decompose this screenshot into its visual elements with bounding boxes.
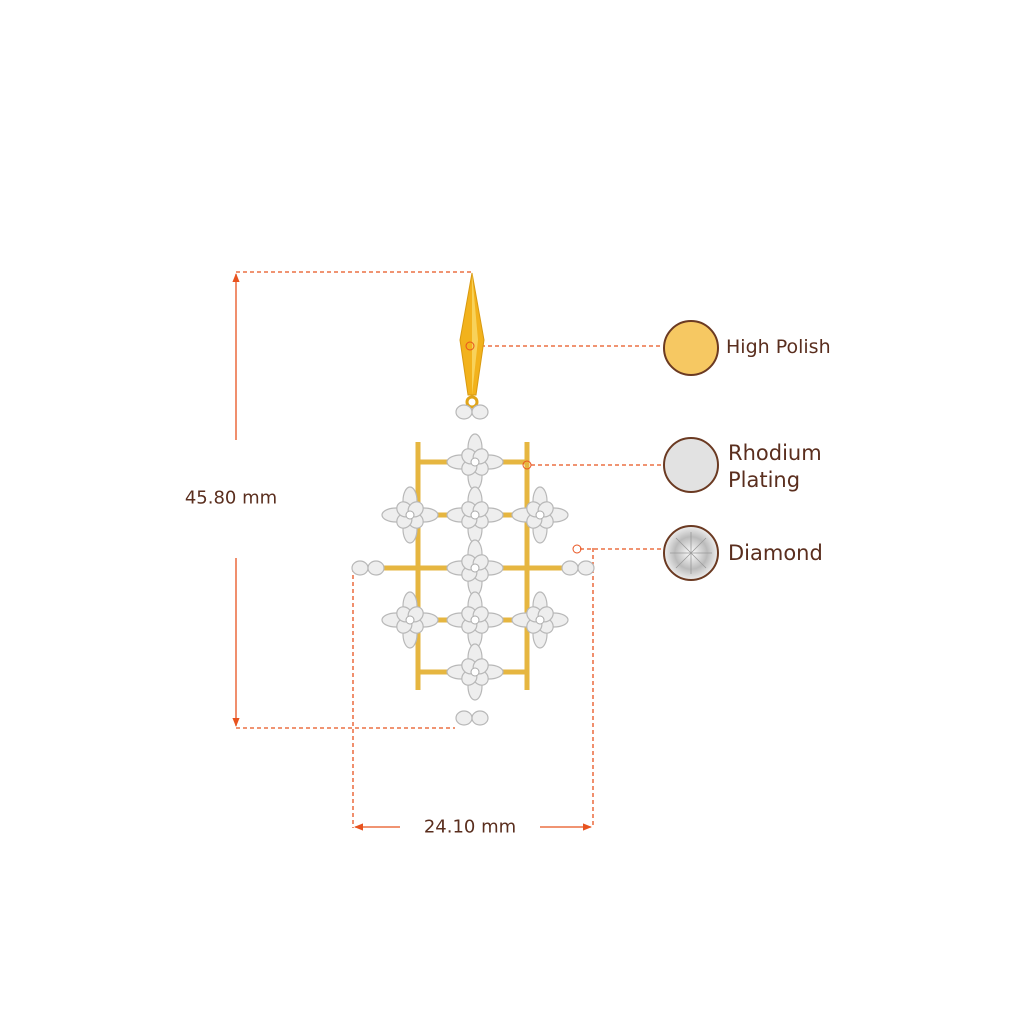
legend-swatches <box>663 320 719 581</box>
legend-label-rhodium-line2: Plating <box>728 468 801 492</box>
pendant-image <box>351 272 595 726</box>
width-dimension-label: 24.10 mm <box>419 816 521 838</box>
legend-label-high-polish: High Polish <box>726 336 831 358</box>
height-dimension-label: 45.80 mm <box>180 487 282 509</box>
rhodium-swatch-icon <box>663 437 719 493</box>
gold-swatch-icon <box>663 320 719 376</box>
legend-label-diamond: Diamond <box>728 541 823 565</box>
legend-label-rhodium-line1: Rhodium <box>728 441 822 465</box>
dimension-lines <box>232 271 662 831</box>
legend-label-rhodium-plating: Rhodium Plating <box>728 440 822 494</box>
